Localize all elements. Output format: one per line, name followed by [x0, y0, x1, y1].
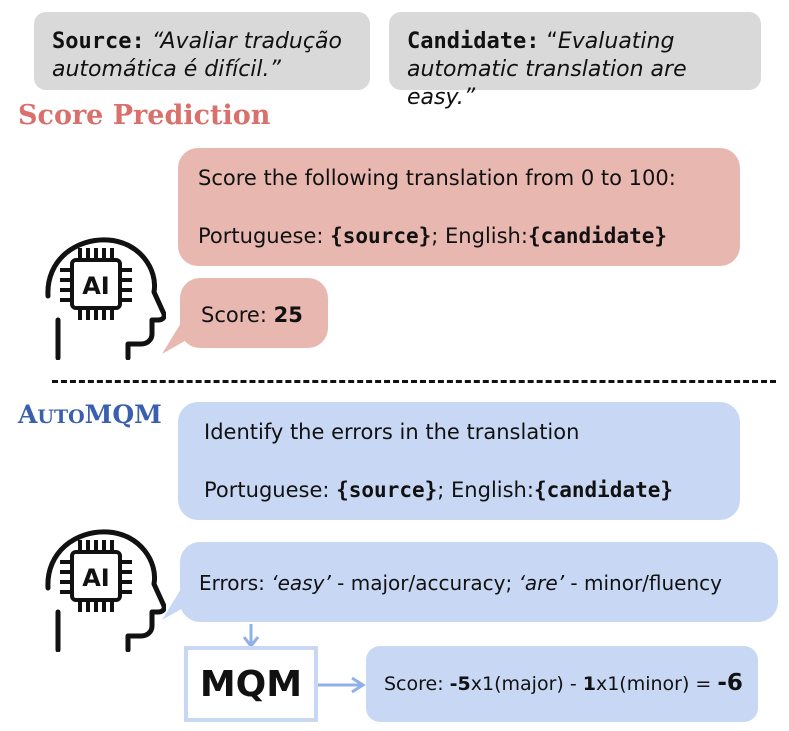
- score-response-bubble: Score: 25: [180, 278, 328, 348]
- automqm-prompt-line2: Portuguese: {source}; English:{candidate…: [204, 478, 674, 502]
- score-prompt-line1: Score the following translation from 0 t…: [198, 166, 676, 190]
- automqm-prompt-line1: Identify the errors in the translation: [204, 420, 580, 444]
- automqm-prompt-bubble: Identify the errors in the translation P…: [178, 402, 740, 520]
- candidate-box: Candidate: “Evaluating automatic transla…: [389, 12, 761, 110]
- arrow-to-score-icon: [318, 676, 366, 694]
- candidate-text-line1: Evaluating: [557, 29, 675, 54]
- section-divider: [52, 380, 776, 383]
- ai-head-icon-2: AI: [45, 529, 166, 652]
- svg-text:AI: AI: [82, 272, 110, 300]
- errors-bubble: Errors: ‘easy’ - major/accuracy; ‘are’ -…: [180, 542, 778, 622]
- candidate-text-line2: automatic translation are easy.”: [407, 57, 687, 110]
- mqm-score-text: Score: -5x1(major) - 1x1(minor) = -6: [384, 670, 743, 696]
- source-label: Source:: [52, 29, 145, 54]
- candidate-label: Candidate:: [407, 29, 540, 54]
- mqm-box: MQM: [184, 646, 318, 722]
- source-box: Source: “Avaliar tradução automática é d…: [34, 12, 370, 90]
- arrow-to-mqm-icon: [242, 624, 260, 648]
- errors-bubble-tail: [162, 584, 190, 620]
- source-text-line2: automática é difícil.”: [52, 57, 281, 82]
- score-prompt-bubble: Score the following translation from 0 t…: [178, 148, 740, 266]
- svg-text:AI: AI: [82, 564, 110, 592]
- score-prediction-title: Score Prediction: [18, 100, 271, 131]
- automqm-title: AUTOMQM: [18, 400, 162, 429]
- ai-head-icon: AI: [45, 237, 166, 360]
- source-text-line1: “Avaliar tradução: [151, 29, 342, 54]
- score-bubble-tail: [162, 318, 190, 354]
- score-response-text: Score: 25: [201, 303, 303, 327]
- candidate-quote-open: “: [546, 29, 558, 54]
- mqm-box-label: MQM: [199, 664, 303, 705]
- errors-text: Errors: ‘easy’ - major/accuracy; ‘are’ -…: [199, 571, 722, 595]
- mqm-score-bubble: Score: -5x1(major) - 1x1(minor) = -6: [366, 646, 758, 722]
- score-prompt-line2: Portuguese: {source}; English:{candidate…: [198, 224, 668, 248]
